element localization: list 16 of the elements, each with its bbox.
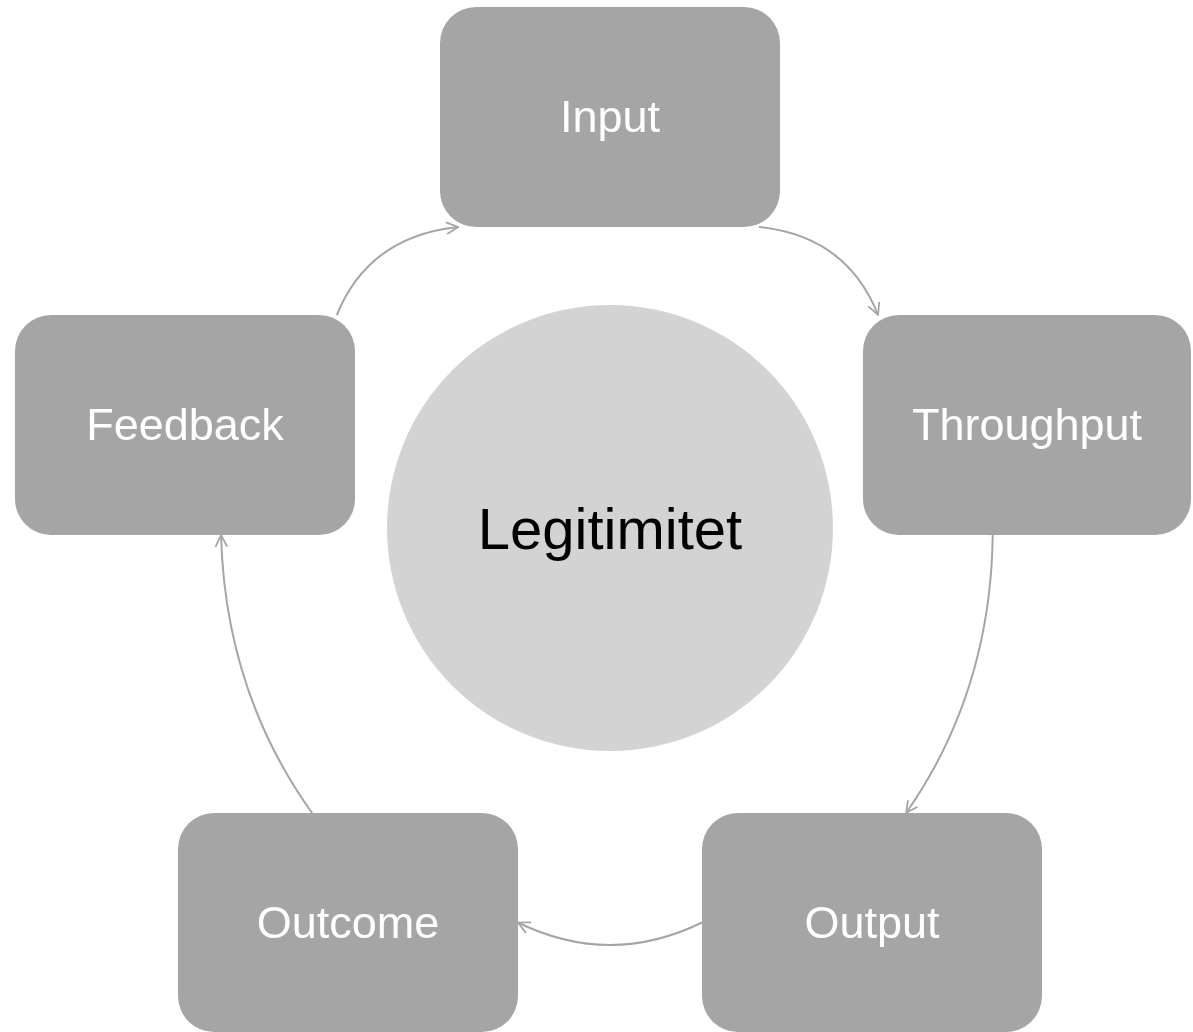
- process-box: [702, 813, 1042, 1032]
- process-box: [15, 315, 355, 535]
- node-label: Input: [559, 91, 661, 143]
- curved-arrow: [214, 534, 314, 814]
- curved-arrow: [517, 921, 703, 946]
- node-label: Throughput: [911, 399, 1143, 451]
- process-box: [178, 813, 518, 1032]
- curved-arrow: [335, 221, 460, 316]
- node-label: Outcome: [256, 896, 440, 949]
- node-label: Legitimitet: [477, 494, 743, 562]
- node-label: Feedback: [86, 399, 284, 451]
- process-box: [863, 315, 1191, 535]
- curved-arrow: [757, 226, 880, 316]
- node-label: Output: [804, 896, 940, 949]
- curved-arrow: [905, 534, 994, 814]
- process-box: [440, 7, 780, 227]
